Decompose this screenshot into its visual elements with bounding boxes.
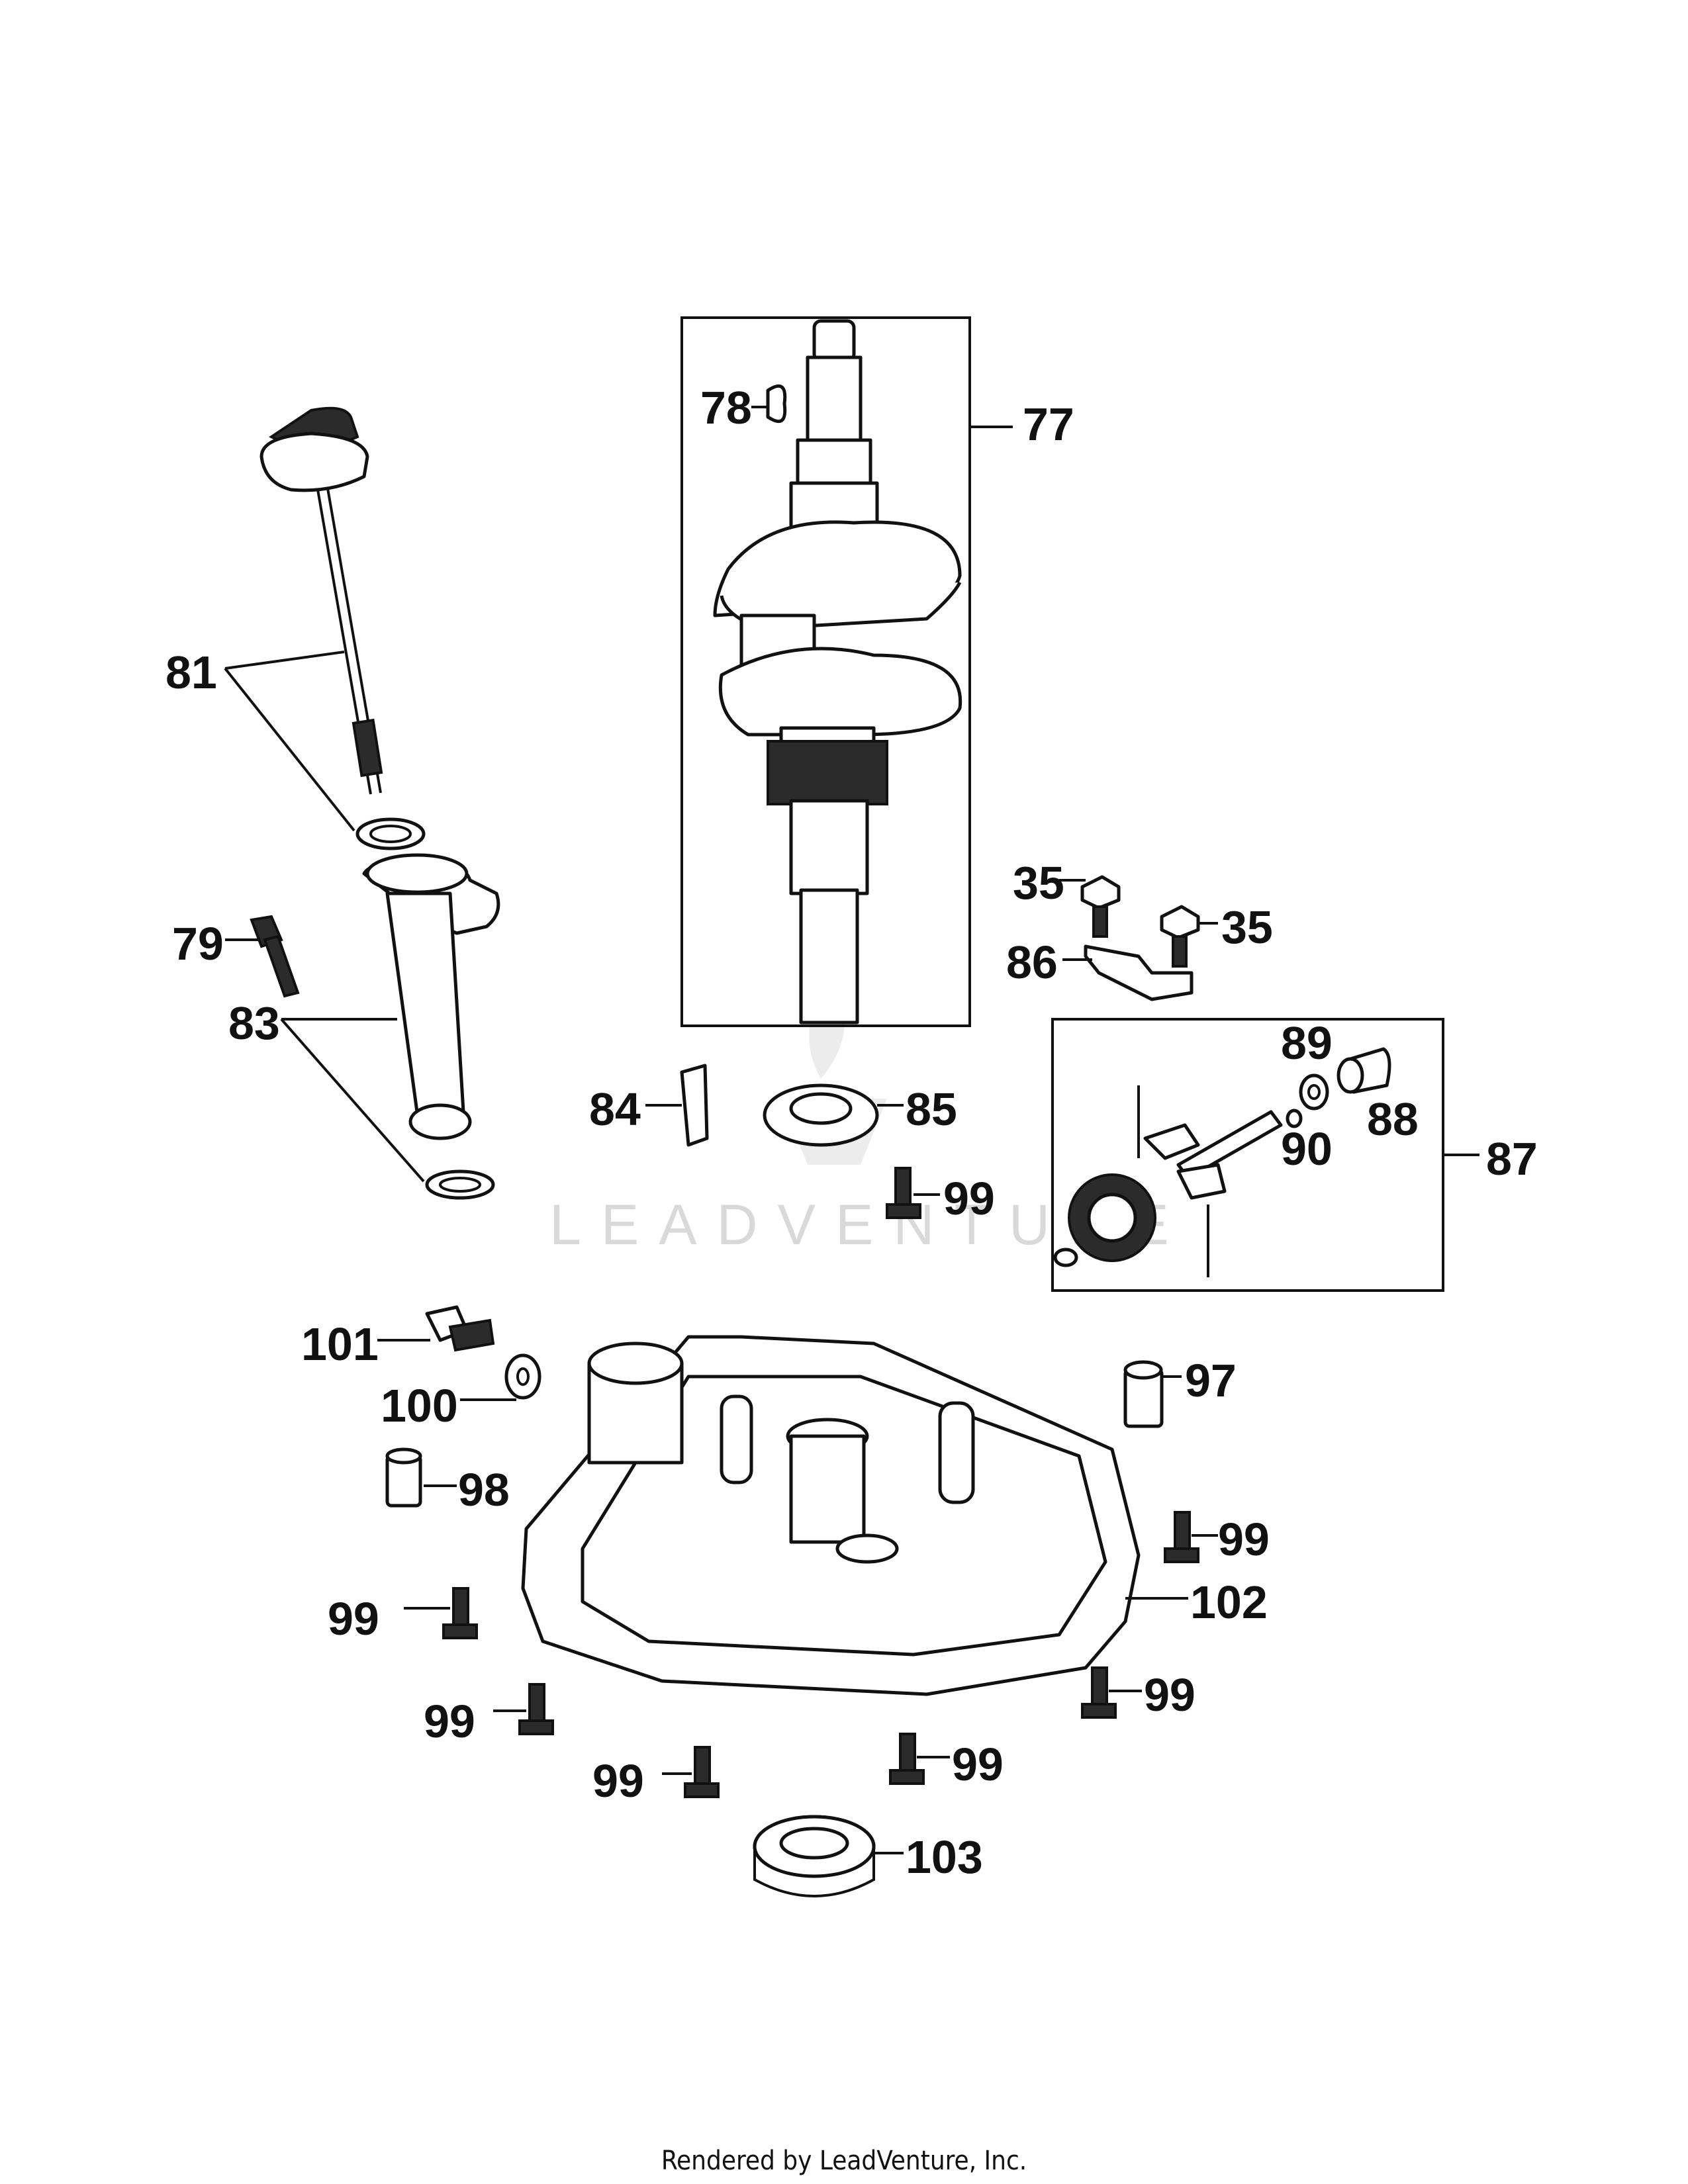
gasket-83[interactable] [425, 1169, 495, 1200]
bolt-35-left[interactable] [1080, 875, 1121, 938]
bracket-86[interactable] [1084, 944, 1194, 1001]
callout-90: 90 [1281, 1123, 1333, 1175]
callout-99-g: 99 [1144, 1669, 1196, 1721]
crankcase-cover[interactable] [521, 1335, 1141, 1696]
bolt-99-f[interactable] [889, 1733, 925, 1785]
bolt-99-g[interactable] [1081, 1666, 1117, 1719]
callout-81: 81 [165, 647, 217, 698]
bolt-99-e[interactable] [684, 1746, 720, 1798]
bolt-99-c[interactable] [442, 1587, 478, 1639]
callout-99-f: 99 [952, 1739, 1004, 1790]
dowel-97[interactable] [1123, 1360, 1164, 1428]
callout-99-e: 99 [592, 1755, 644, 1807]
callout-86: 86 [1006, 936, 1058, 988]
callout-103: 103 [906, 1831, 983, 1883]
callout-89: 89 [1281, 1017, 1333, 1069]
governor-assembly[interactable] [1053, 1085, 1283, 1277]
callout-35-left: 35 [1013, 857, 1064, 909]
bolt-79[interactable] [250, 915, 300, 998]
callout-97: 97 [1185, 1355, 1237, 1406]
callout-77: 77 [1023, 398, 1074, 450]
woodruff-key[interactable] [766, 384, 787, 424]
callout-83: 83 [228, 997, 280, 1049]
bolt-99-d[interactable] [518, 1683, 554, 1735]
callout-102: 102 [1190, 1576, 1268, 1628]
washer-85[interactable] [763, 1083, 879, 1147]
bolt-99-b[interactable] [1164, 1511, 1199, 1563]
crankshaft[interactable] [713, 319, 962, 1024]
callout-99-a: 99 [943, 1173, 995, 1224]
ring-90[interactable] [1286, 1109, 1303, 1128]
callout-78: 78 [700, 382, 752, 433]
shaft-88[interactable] [1336, 1047, 1391, 1094]
crankshaft-box [680, 316, 971, 1027]
washer-89[interactable] [1299, 1073, 1329, 1111]
callout-79: 79 [172, 918, 224, 970]
dipstick[interactable] [259, 406, 383, 795]
dipstick-tube[interactable] [362, 853, 500, 1140]
callout-99-b: 99 [1218, 1514, 1270, 1565]
bolt-35-right[interactable] [1160, 905, 1200, 968]
footer-credit: Rendered by LeadVenture, Inc. [661, 2146, 1027, 2176]
callout-98: 98 [458, 1464, 510, 1516]
callout-100: 100 [381, 1380, 458, 1432]
callout-99-d: 99 [424, 1696, 475, 1747]
oil-slinger-84[interactable] [680, 1064, 709, 1147]
callout-87: 87 [1486, 1133, 1538, 1185]
callout-84: 84 [589, 1083, 641, 1135]
oil-seal-103[interactable] [753, 1815, 876, 1897]
callout-35-right: 35 [1221, 901, 1273, 953]
dowel-98[interactable] [385, 1447, 422, 1508]
callout-88: 88 [1367, 1093, 1419, 1145]
callout-85: 85 [906, 1083, 957, 1135]
washer-100[interactable] [504, 1353, 541, 1400]
bolt-101[interactable] [425, 1305, 495, 1352]
callout-99-c: 99 [328, 1593, 379, 1645]
bolt-99-a[interactable] [886, 1167, 921, 1219]
watermark-text: LEADVENTURE [549, 1193, 1189, 1257]
o-ring-81[interactable] [355, 817, 426, 850]
callout-101: 101 [301, 1318, 379, 1370]
